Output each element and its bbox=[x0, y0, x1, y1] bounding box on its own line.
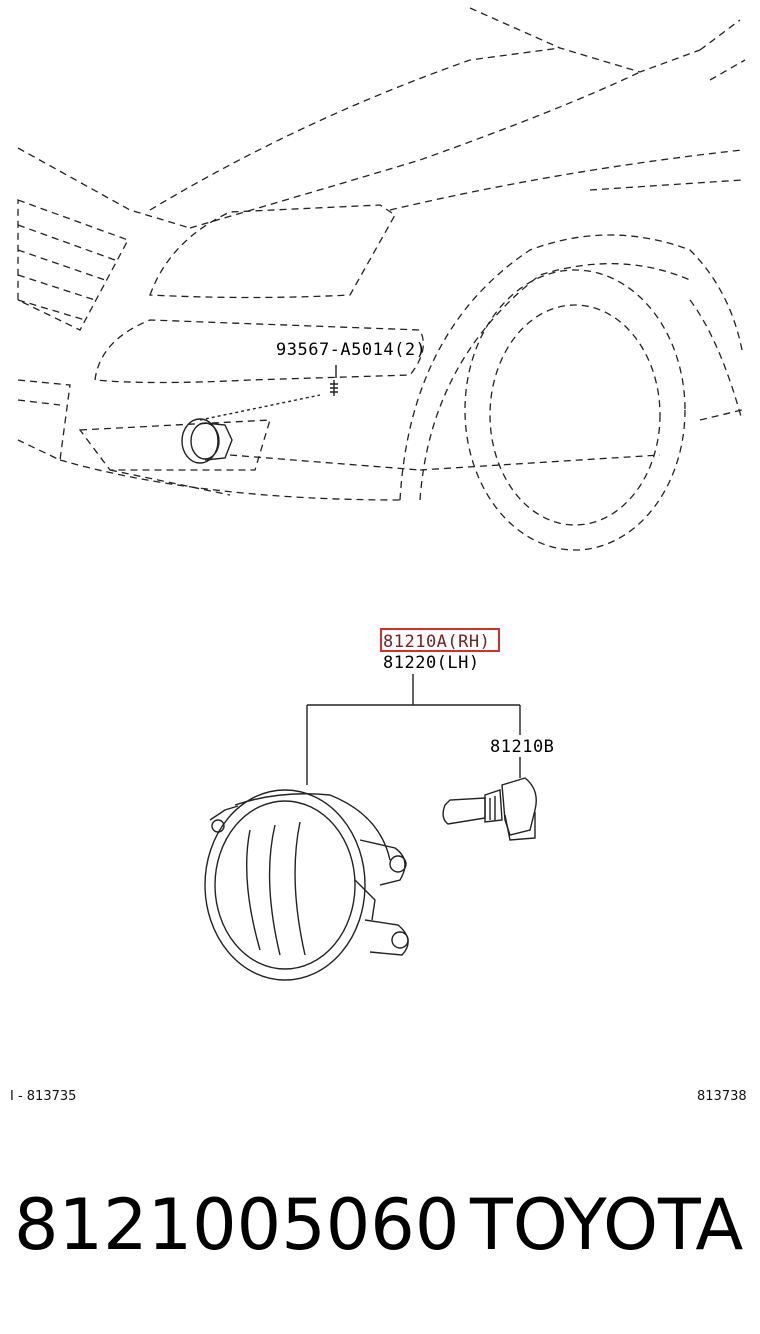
fog-lamp-lh-callout: 81220(LH) bbox=[383, 653, 480, 673]
ref-code-left: I - 813735 bbox=[10, 1089, 76, 1104]
highlight-box bbox=[380, 628, 500, 652]
part-number-caption: 8121005060 bbox=[14, 1184, 460, 1266]
bulb-illustration bbox=[442, 777, 537, 841]
leader-lines bbox=[306, 674, 521, 785]
fog-lamp-illustration bbox=[204, 789, 409, 981]
bulb-callout: 81210B bbox=[490, 737, 554, 757]
fog-lamp-rh-callout: 81210A(RH) bbox=[383, 632, 490, 652]
ref-code-right: 813738 bbox=[697, 1089, 747, 1104]
car-front-illustration bbox=[17, 7, 746, 551]
brand-caption: TOYOTA bbox=[470, 1184, 744, 1266]
bolt-callout: 93567-A5014(2) bbox=[276, 340, 426, 360]
